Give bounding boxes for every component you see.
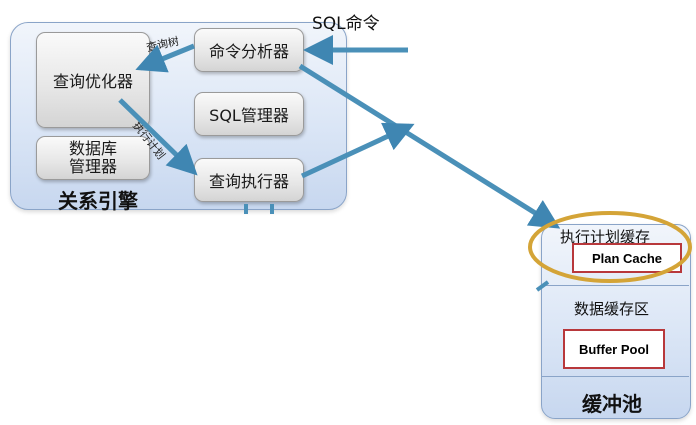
plan-cache-cn-label: 执行计划缓存 (560, 228, 651, 246)
sql-manager-box: SQL管理器 (194, 92, 304, 136)
arrow-parser-to-optimizer (135, 43, 195, 73)
arrow-into-data-cache (535, 280, 550, 292)
buffer-pool-title: 缓冲池 (582, 392, 642, 416)
data-cache-cn-label: 数据缓存区 (574, 300, 650, 318)
buffer-pool-divider-1 (541, 285, 689, 286)
db-manager-box: 数据库 管理器 (36, 136, 150, 180)
sql-command-label: SQL命令 (312, 14, 380, 34)
arrow-optimizer-to-executor (118, 98, 198, 176)
arrow-parser-to-plancache (298, 63, 561, 229)
relational-engine-title: 关系引擎 (58, 189, 138, 213)
buffer-pool-divider-2 (541, 376, 689, 377)
arrow-executor-out (300, 122, 415, 179)
plan-cache-highlight-ring (528, 211, 692, 283)
query-executor-box: 查询执行器 (194, 158, 304, 202)
plan-cache-label: Plan Cache (572, 243, 682, 273)
buffer-pool-label: Buffer Pool (563, 329, 665, 369)
